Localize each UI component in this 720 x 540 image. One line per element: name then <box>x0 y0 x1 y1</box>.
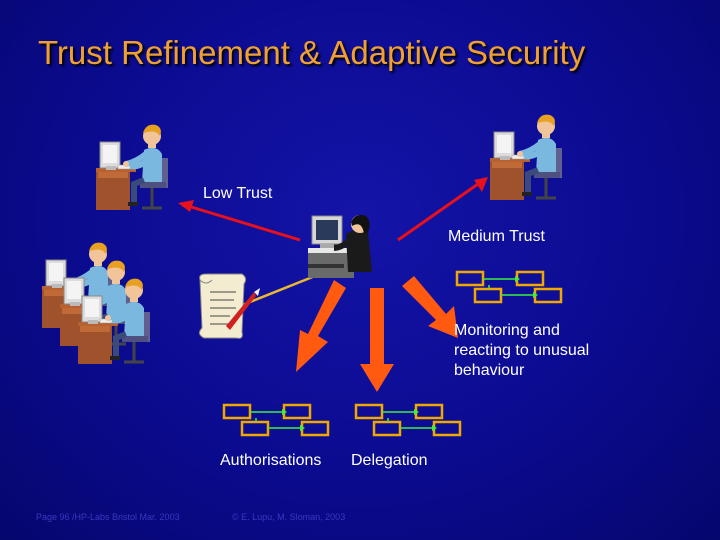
medium-trust-arrow <box>397 177 488 242</box>
monitoring-arrow <box>402 276 458 338</box>
footer-copyright: © E. Lupu, M. Sloman, 2003 <box>232 512 346 522</box>
authorisations-policy-diagram <box>222 403 330 437</box>
admin-at-computer-icon <box>308 214 372 278</box>
authorisations-label: Authorisations <box>220 452 322 469</box>
monitoring-label-line: reacting to unusual <box>454 342 590 359</box>
delegation-arrow <box>360 288 394 392</box>
delegation-policy-diagram <box>354 403 462 437</box>
slide-title: Trust Refinement & Adaptive Security <box>38 34 586 71</box>
monitoring-label: Monitoring and reacting to unusual behav… <box>454 321 654 381</box>
medium-trust-label: Medium Trust <box>448 228 545 245</box>
authorisations-arrow <box>296 280 346 372</box>
monitoring-label-line: behaviour <box>454 362 525 379</box>
policy-scroll-icon <box>198 273 260 339</box>
footer-page-info: Page 96 /HP-Labs Bristol Mar. 2003 <box>36 512 180 522</box>
low-trust-arrow <box>178 200 301 242</box>
monitoring-policy-diagram <box>455 270 563 304</box>
monitoring-label-line: Monitoring and <box>454 322 560 339</box>
user-at-computer-icon <box>490 115 562 200</box>
user-at-computer-icon <box>96 125 168 210</box>
delegation-label: Delegation <box>351 452 428 469</box>
low-trust-label: Low Trust <box>203 185 273 202</box>
